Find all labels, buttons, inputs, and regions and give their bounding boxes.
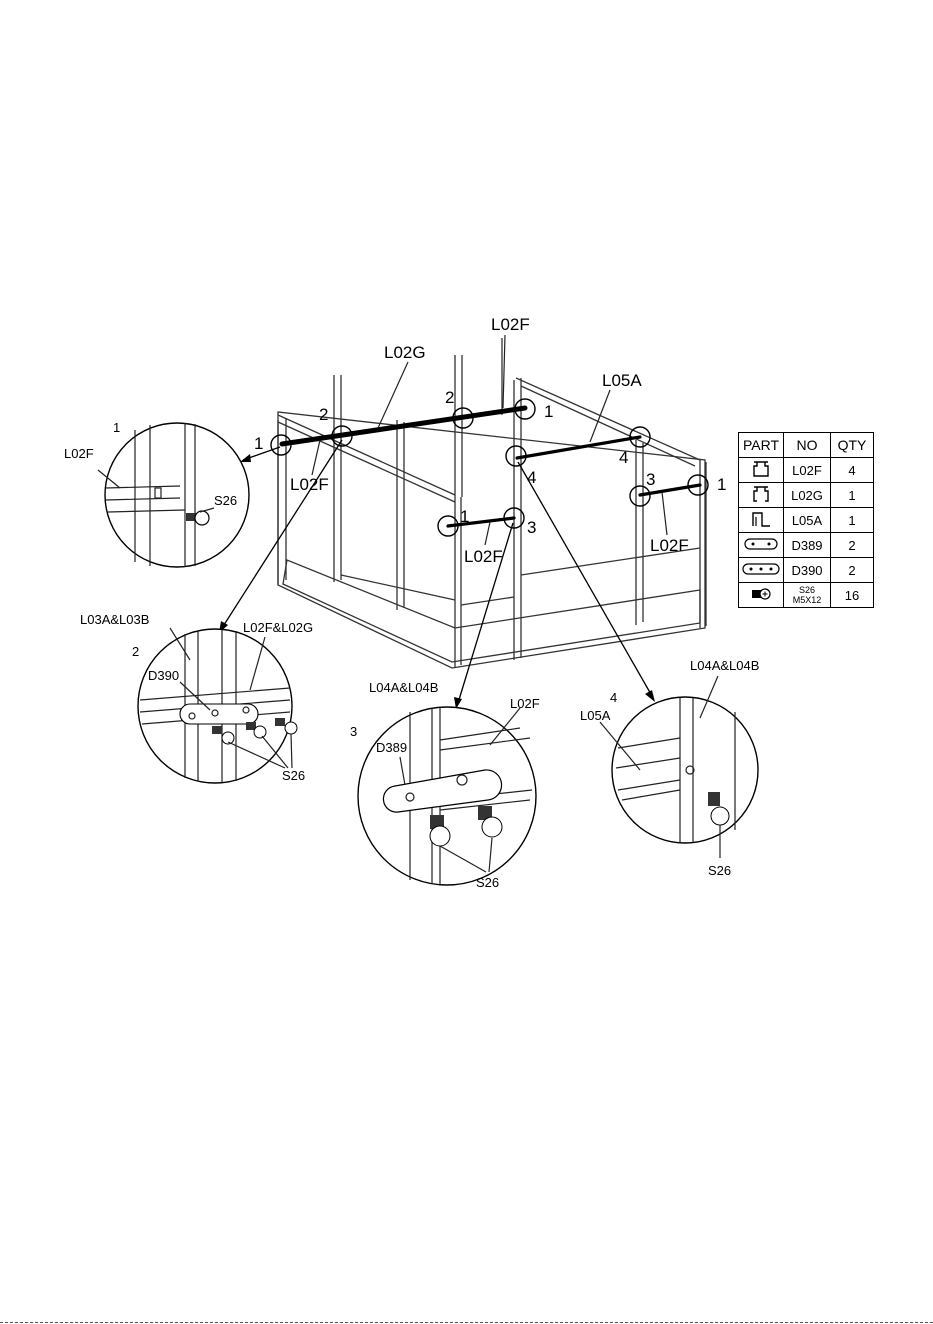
part-no: L02G bbox=[784, 483, 831, 508]
part-qty: 16 bbox=[831, 583, 874, 608]
part-no-line1: S26 bbox=[787, 585, 827, 595]
detail-3-rail: L02F bbox=[510, 696, 540, 711]
detail-4-rail: L05A bbox=[580, 708, 611, 723]
step-number: 1 bbox=[717, 475, 726, 494]
detail-1-title: 1 bbox=[113, 420, 120, 435]
parts-table: PART NO QTY L02F 4 L02G 1 L05A 1 D389 2 … bbox=[738, 432, 874, 608]
table-row: L02F 4 bbox=[739, 458, 874, 483]
label-l02f-right: L02F bbox=[650, 536, 689, 555]
part-qty: 1 bbox=[831, 508, 874, 533]
header-qty: QTY bbox=[831, 433, 874, 458]
table-row: L02G 1 bbox=[739, 483, 874, 508]
label-l02f-left: L02F bbox=[290, 475, 329, 494]
part-no: S26 M5X12 bbox=[784, 583, 831, 608]
detail-1: 1 L02F S26 bbox=[64, 420, 249, 567]
header-no: NO bbox=[784, 433, 831, 458]
part-qty: 4 bbox=[831, 458, 874, 483]
detail-3-title: 3 bbox=[350, 724, 357, 739]
part-no-line2: M5X12 bbox=[787, 595, 827, 605]
table-row: D390 2 bbox=[739, 558, 874, 583]
l05a-profile-icon bbox=[739, 508, 784, 533]
part-no: L02F bbox=[784, 458, 831, 483]
part-no: D389 bbox=[784, 533, 831, 558]
part-qty: 1 bbox=[831, 483, 874, 508]
step-number: 4 bbox=[527, 468, 536, 487]
label-l02f-mid: L02F bbox=[464, 547, 503, 566]
detail-1-part: L02F bbox=[64, 446, 94, 461]
detail-4-title: 4 bbox=[610, 690, 617, 705]
label-l02f-top: L02F bbox=[491, 315, 530, 334]
detail-2-screw: S26 bbox=[282, 768, 305, 783]
part-no: L05A bbox=[784, 508, 831, 533]
step-number: 4 bbox=[619, 448, 628, 467]
detail-2-rails: L02F&L02G bbox=[243, 620, 313, 635]
detail-2-frame: L03A&L03B bbox=[80, 612, 149, 627]
parts-table-header: PART NO QTY bbox=[739, 433, 874, 458]
step-number: 3 bbox=[646, 470, 655, 489]
screw-icon bbox=[739, 583, 784, 608]
detail-2-plate: D390 bbox=[148, 668, 179, 683]
part-no: D390 bbox=[784, 558, 831, 583]
table-row: L05A 1 bbox=[739, 508, 874, 533]
detail-4-screw: S26 bbox=[708, 863, 731, 878]
greenhouse-frame bbox=[278, 338, 706, 668]
table-row: S26 M5X12 16 bbox=[739, 583, 874, 608]
step-number: 2 bbox=[445, 388, 454, 407]
step-number: 1 bbox=[544, 402, 553, 421]
step-number: 2 bbox=[319, 405, 328, 424]
detail-3-screw: S26 bbox=[476, 875, 499, 890]
step-number: 3 bbox=[527, 518, 536, 537]
detail-2-title: 2 bbox=[132, 644, 139, 659]
detail-2: 2 L03A&L03B L02F&L02G D390 S26 bbox=[80, 612, 313, 783]
table-row: D389 2 bbox=[739, 533, 874, 558]
l02f-profile-icon bbox=[739, 458, 784, 483]
label-l02g: L02G bbox=[384, 343, 426, 362]
detail-4: 4 L04A&L04B L05A S26 bbox=[580, 658, 759, 878]
detail-3-plate: D389 bbox=[376, 740, 407, 755]
d389-plate-icon bbox=[739, 533, 784, 558]
step-number: 1 bbox=[460, 507, 469, 526]
step-number: 1 bbox=[254, 434, 263, 453]
detail-3: 3 L04A&L04B L02F D389 S26 bbox=[350, 680, 540, 890]
header-part: PART bbox=[739, 433, 784, 458]
detail-4-frame: L04A&L04B bbox=[690, 658, 759, 673]
detail-3-frame: L04A&L04B bbox=[369, 680, 438, 695]
label-l05a: L05A bbox=[602, 371, 642, 390]
part-qty: 2 bbox=[831, 533, 874, 558]
part-qty: 2 bbox=[831, 558, 874, 583]
d390-plate-icon bbox=[739, 558, 784, 583]
l02g-profile-icon bbox=[739, 483, 784, 508]
detail-1-screw: S26 bbox=[214, 493, 237, 508]
